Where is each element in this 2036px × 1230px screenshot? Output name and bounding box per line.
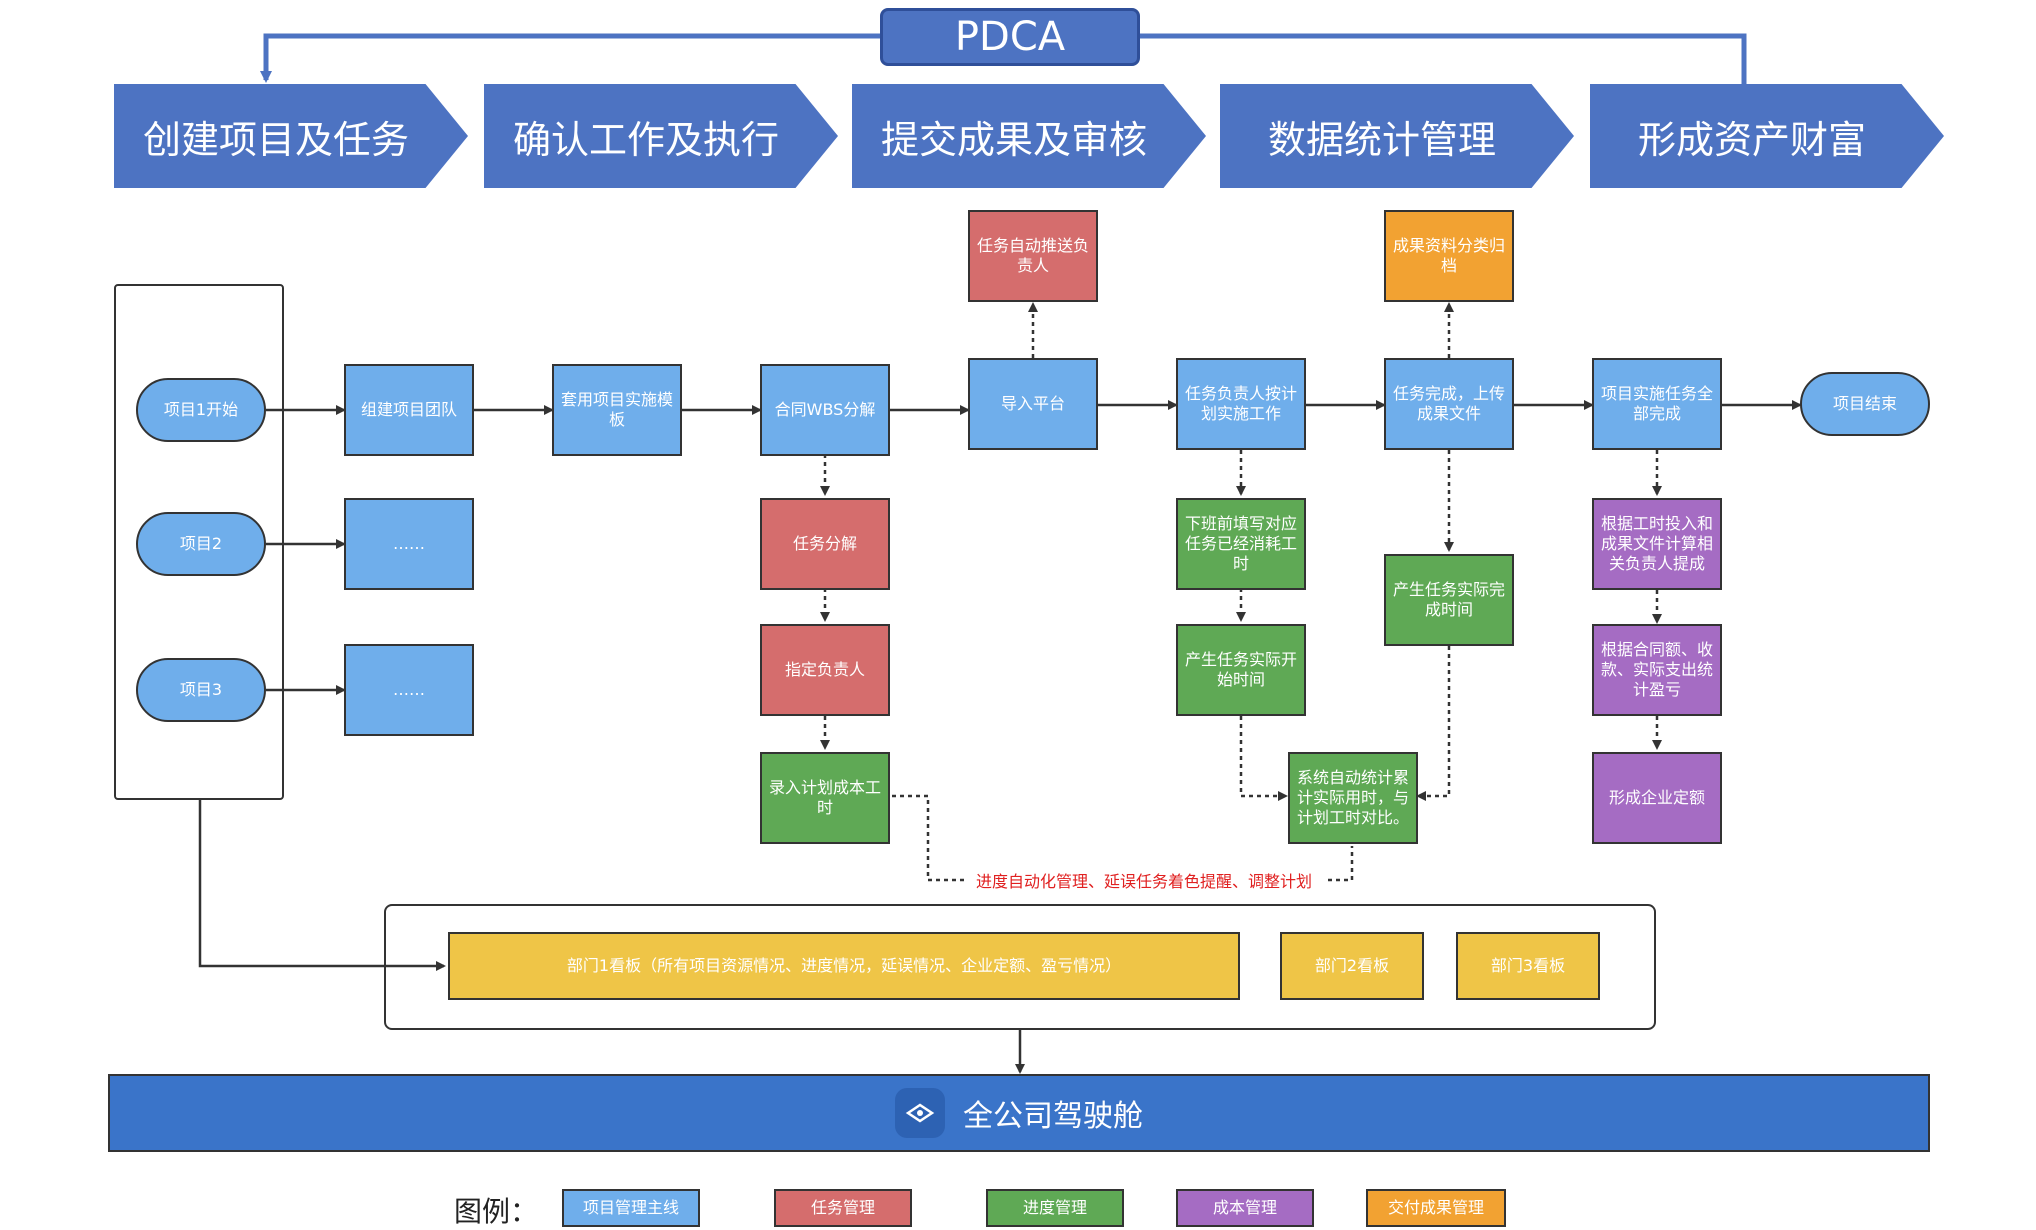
node-execute: 任务负责人按计划实施工作 [1176,358,1306,450]
company-cockpit: 全公司驾驶舱 [108,1074,1930,1152]
cockpit-label: 全公司驾驶舱 [963,1099,1143,1134]
node-all-done: 项目实施任务全部完成 [1592,358,1722,450]
progress-note: 进度自动化管理、延误任务着色提醒、调整计划 [964,868,1324,892]
legend-main: 项目管理主线 [562,1189,700,1227]
dashboard-dept-1: 部门1看板（所有项目资源情况、进度情况，延误情况、企业定额、盈亏情况） [448,932,1240,1000]
node-fill-hours: 下班前填写对应任务已经消耗工时 [1176,498,1306,590]
node-import: 导入平台 [968,358,1098,450]
node-ellipsis-1: …… [344,498,474,590]
projects-frame [114,284,284,800]
arrow-finish-stat [1416,646,1451,801]
node-reward: 根据工时投入和成果文件计算相关负责人提成 [1592,498,1722,590]
project-2: 项目2 [136,512,266,576]
cockpit-icon [895,1088,945,1138]
node-quota: 形成企业定额 [1592,752,1722,844]
node-complete: 任务完成，上传成果文件 [1384,358,1514,450]
node-end: 项目结束 [1800,372,1930,436]
node-ellipsis-2: …… [344,644,474,736]
phase-assets: 形成资产财富 [1590,84,1944,188]
arrow-start-stat [1239,716,1288,801]
pdca-loop-arrow [266,33,1747,84]
node-assign: 指定负责人 [760,624,890,716]
legend-delivery: 交付成果管理 [1366,1189,1506,1227]
arrow-frame-dashboard [198,800,446,971]
node-push: 任务自动推送负责人 [968,210,1098,302]
node-plan-cost: 录入计划成本工时 [760,752,890,844]
dashboard-dept-2: 部门2看板 [1280,932,1424,1000]
legend-title: 图例： [454,1195,539,1228]
node-team: 组建项目团队 [344,364,474,456]
phase-confirm: 确认工作及执行 [484,84,838,188]
phase-stats: 数据统计管理 [1220,84,1574,188]
legend-progress: 进度管理 [986,1189,1124,1227]
node-template: 套用项目实施模板 [552,364,682,456]
dashboard-dept-3: 部门3看板 [1456,932,1600,1000]
dashboard-frame [384,904,1656,1030]
project-1-start: 项目1开始 [136,378,266,442]
node-profit: 根据合同额、收款、实际支出统计盈亏 [1592,624,1722,716]
legend-task: 任务管理 [774,1189,912,1227]
project-3: 项目3 [136,658,266,722]
dotted-note-loop [892,794,1354,882]
node-auto-stat: 系统自动统计累计实际用时，与计划工时对比。 [1288,752,1418,844]
pdca-title: PDCA [880,8,1140,66]
node-finish-time: 产生任务实际完成时间 [1384,554,1514,646]
node-start-time: 产生任务实际开始时间 [1176,624,1306,716]
node-wbs: 合同WBS分解 [760,364,890,456]
legend-cost: 成本管理 [1176,1189,1314,1227]
phase-submit: 提交成果及审核 [852,84,1206,188]
phase-create: 创建项目及任务 [114,84,468,188]
node-archive: 成果资料分类归档 [1384,210,1514,302]
node-task-split: 任务分解 [760,498,890,590]
